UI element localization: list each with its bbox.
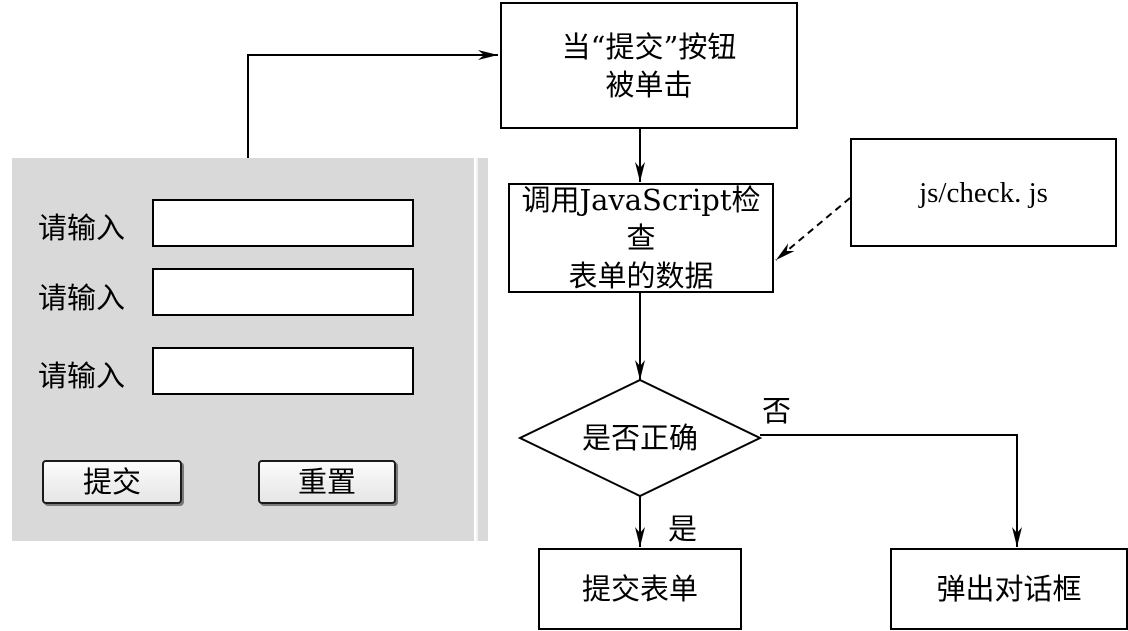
- show-dialog-label: 弹出对话框: [936, 572, 1082, 606]
- connector-form-to-click: [247, 50, 498, 158]
- field-label-1: 请输入: [38, 211, 126, 245]
- text-input-3[interactable]: [152, 347, 414, 395]
- yes-branch-label: 是: [668, 512, 698, 546]
- field-label-2: 请输入: [38, 281, 126, 315]
- click-event-box: 当“提交”按钮 被单击: [500, 2, 798, 129]
- validate-box: 调用JavaScript检查 表单的数据: [508, 183, 774, 293]
- validate-line-2: 表单的数据: [568, 259, 714, 293]
- show-dialog-box: 弹出对话框: [890, 548, 1128, 630]
- reset-button[interactable]: 重置: [258, 460, 396, 504]
- click-event-line-1: 当“提交”按钮: [561, 29, 737, 64]
- submit-form-label: 提交表单: [581, 572, 698, 606]
- validate-line-1: 调用JavaScript检查: [521, 183, 761, 255]
- connector-script-to-validate: [775, 197, 851, 261]
- connector-decision-no: [760, 434, 1022, 547]
- submit-button[interactable]: 提交: [42, 460, 182, 504]
- field-label-3: 请输入: [38, 359, 126, 393]
- click-event-line-2: 被单击: [605, 67, 693, 102]
- panel-divider: [476, 158, 488, 541]
- submit-form-box: 提交表单: [538, 548, 742, 630]
- script-file-box: js/check. js: [850, 138, 1117, 247]
- text-input-2[interactable]: [152, 268, 414, 316]
- no-branch-label: 否: [762, 394, 792, 428]
- script-file-label: js/check. js: [919, 176, 1048, 209]
- text-input-1[interactable]: [152, 199, 414, 247]
- decision-label: 是否正确: [581, 421, 698, 455]
